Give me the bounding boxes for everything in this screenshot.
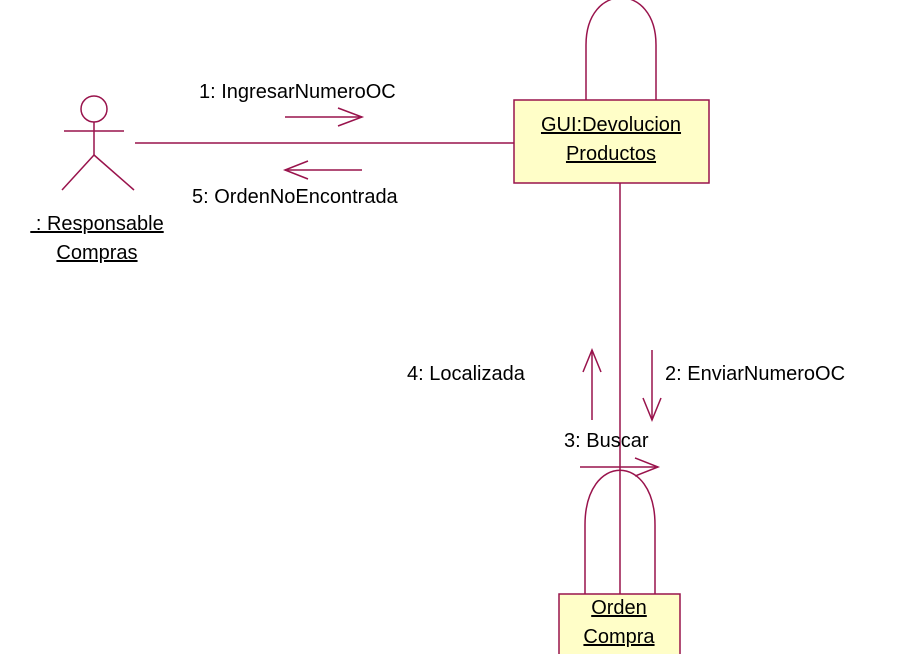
actor-name-line1: : Responsable: [30, 213, 163, 235]
message-2-arrow: [642, 350, 662, 422]
self-link-loop-orden: [584, 469, 656, 594]
message-3-label: 3: Buscar: [564, 430, 649, 452]
message-4-label: 4: Localizada: [407, 363, 526, 385]
object-name-line1: GUI:Devolucion: [541, 114, 681, 136]
stick-figure-actor-icon: [61, 95, 135, 191]
object-orden-compra[interactable]: Orden Compra: [558, 593, 681, 654]
actor-responsable-compras[interactable]: : Responsable Compras: [30, 95, 164, 264]
object-gui-devolucion-productos[interactable]: GUI:Devolucion Productos: [513, 99, 710, 184]
self-link-loop-gui: [585, 0, 657, 100]
object-name-line2: Compra: [583, 626, 655, 648]
message-1-arrow: [285, 107, 365, 127]
message-4-arrow: [582, 348, 602, 420]
actor-name-line2: Compras: [56, 242, 137, 264]
object-name-line2: Productos: [566, 143, 656, 165]
object-name-line1: Orden: [591, 597, 647, 619]
object-box: [558, 593, 681, 654]
message-5-label: 5: OrdenNoEncontrada: [192, 186, 399, 208]
message-3-arrow: [580, 457, 661, 477]
object-box: [513, 99, 710, 184]
message-1-label: 1: IngresarNumeroOC: [199, 81, 396, 103]
message-2-label: 2: EnviarNumeroOC: [665, 363, 845, 385]
message-5-arrow: [282, 160, 362, 180]
